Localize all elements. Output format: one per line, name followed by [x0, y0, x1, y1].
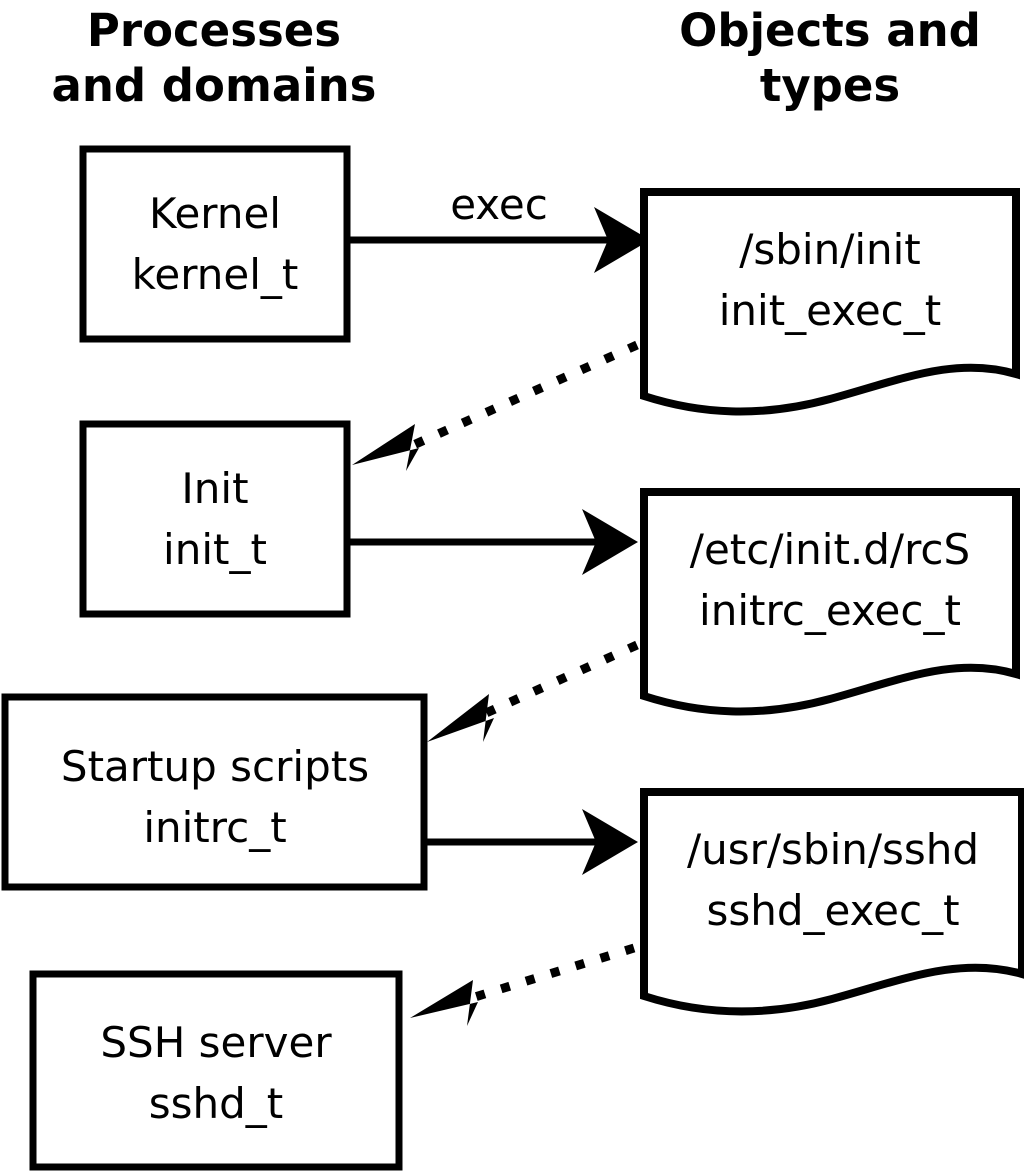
left-header-line1: Processes [87, 4, 341, 57]
node-label-line2: init_t [163, 525, 267, 574]
column-header-left: Processes and domains [52, 4, 377, 112]
edge-label-exec: exec [450, 180, 548, 229]
document-shape[interactable] [640, 188, 1020, 416]
node-box[interactable] [1, 693, 428, 891]
process-node-startup-scripts[interactable]: Startup scripts initrc_t [1, 693, 428, 891]
arrow-head-icon [582, 509, 638, 575]
object-node-initrc-exec[interactable]: /etc/init.d/rcS initrc_exec_t [640, 488, 1020, 716]
edge-initrc-to-sshd-exec [427, 809, 638, 875]
node-label-line1: Startup scripts [61, 742, 369, 791]
node-label-line2: kernel_t [132, 250, 299, 299]
edge-line [398, 340, 639, 456]
node-box[interactable] [79, 145, 351, 343]
node-box[interactable] [79, 420, 351, 618]
node-label-line1: /sbin/init [739, 225, 921, 274]
document-shape[interactable] [640, 788, 1024, 1016]
node-box[interactable] [29, 970, 403, 1171]
document-shape[interactable] [640, 488, 1020, 716]
node-label-line1: SSH server [100, 1018, 332, 1067]
node-label-line2: sshd_t [149, 1079, 284, 1128]
object-node-sshd-exec[interactable]: /usr/sbin/sshd sshd_exec_t [640, 788, 1024, 1016]
node-label-line1: /usr/sbin/sshd [687, 825, 979, 874]
edge-sshd-exec-to-sshd [410, 943, 636, 1026]
edge-init-to-initrc-exec [350, 509, 638, 575]
node-label-line1: Kernel [149, 189, 281, 238]
process-node-kernel[interactable]: Kernel kernel_t [79, 145, 351, 343]
edge-line [463, 943, 636, 1005]
node-label-line2: initrc_t [143, 803, 286, 852]
arrow-head-icon [582, 809, 638, 875]
edge-line [473, 640, 639, 723]
arrow-head-icon [352, 424, 419, 471]
left-header-line2: and domains [52, 59, 377, 112]
process-node-ssh-server[interactable]: SSH server sshd_t [29, 970, 403, 1171]
edge-init-exec-to-init [352, 340, 639, 471]
edge-initrc-exec-to-initrc [427, 640, 639, 742]
edge-kernel-to-init-exec: exec [350, 180, 650, 273]
column-header-right: Objects and types [679, 4, 981, 112]
object-node-init-exec[interactable]: /sbin/init init_exec_t [640, 188, 1020, 416]
right-header-line2: types [760, 59, 900, 112]
arrow-head-icon [410, 980, 478, 1026]
process-node-init[interactable]: Init init_t [79, 420, 351, 618]
node-label-line2: init_exec_t [719, 286, 942, 335]
right-header-line1: Objects and [679, 4, 981, 57]
arrow-head-icon [594, 207, 650, 273]
node-label-line1: Init [181, 464, 248, 513]
node-label-line2: sshd_exec_t [706, 886, 959, 935]
arrow-head-icon [427, 694, 494, 742]
node-label-line2: initrc_exec_t [699, 586, 961, 635]
node-label-line1: /etc/init.d/rcS [690, 525, 970, 574]
